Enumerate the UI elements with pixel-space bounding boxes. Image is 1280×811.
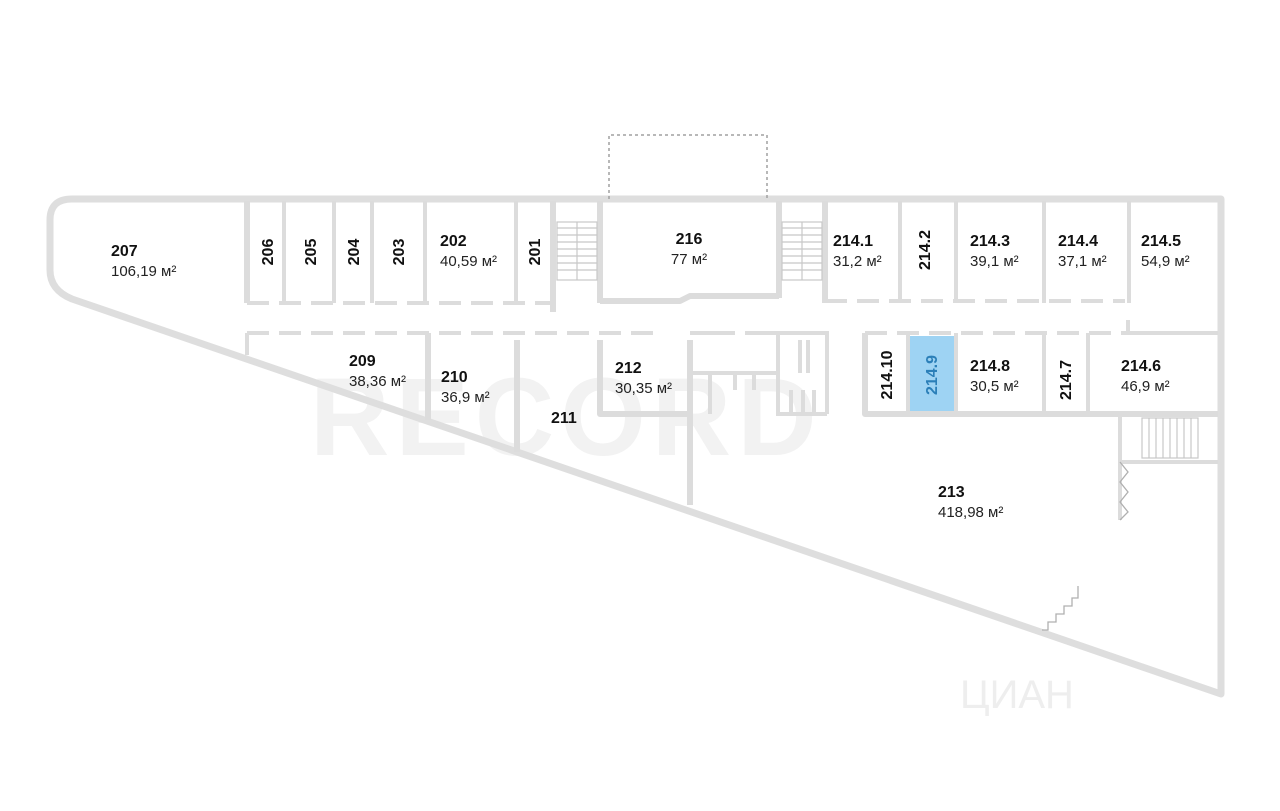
north-stairs-left (556, 221, 598, 281)
room-204[interactable]: 204 (346, 239, 363, 266)
room-206[interactable]: 206 (260, 239, 277, 266)
room-area: 106,19 м² (111, 263, 176, 280)
room-number: 214.5 (1141, 233, 1181, 250)
east-stairs (1141, 417, 1199, 459)
room-203[interactable]: 203 (391, 239, 408, 266)
room-area: 36,9 м² (441, 389, 490, 406)
room-214-3[interactable]: 214.3 39,1 м² (970, 233, 1019, 270)
room-area: 30,35 м² (615, 380, 672, 397)
room-area: 31,2 м² (833, 253, 882, 270)
room-210[interactable]: 210 36,9 м² (441, 369, 490, 406)
room-214-7[interactable]: 214.7 (1058, 360, 1075, 400)
room-214-4[interactable]: 214.4 37,1 м² (1058, 233, 1107, 270)
step-marker (1042, 586, 1079, 631)
room-area: 38,36 м² (349, 373, 406, 390)
room-214-8[interactable]: 214.8 30,5 м² (970, 358, 1019, 395)
room-area: 39,1 м² (970, 253, 1019, 270)
room-214-10[interactable]: 214.10 (879, 350, 896, 399)
north-stairs-right (781, 221, 823, 281)
room-number: 206 (260, 239, 277, 266)
room-number: 204 (346, 239, 363, 266)
room-area: 54,9 м² (1141, 253, 1190, 270)
room-number: 214.1 (833, 233, 873, 250)
room-214-1[interactable]: 214.1 31,2 м² (833, 233, 882, 270)
room-number: 214.8 (970, 358, 1010, 375)
room-number: 214.7 (1058, 360, 1075, 400)
room-number: 209 (349, 353, 376, 370)
room-214-5[interactable]: 214.5 54,9 м² (1141, 233, 1190, 270)
room-214-6[interactable]: 214.6 46,9 м² (1121, 358, 1170, 395)
brand-watermark: RECORD (310, 356, 823, 479)
room-number: 211 (551, 410, 577, 427)
room-number: 214.10 (879, 350, 896, 399)
room-214-2[interactable]: 214.2 (917, 230, 934, 270)
listing-watermark: ЦИАН (960, 673, 1074, 717)
room-number: 216 (676, 231, 703, 248)
room-number: 212 (615, 360, 642, 377)
room-213[interactable]: 213 418,98 м² (938, 484, 1003, 521)
room-number: 213 (938, 484, 965, 501)
room-211[interactable]: 211 (551, 410, 577, 427)
room-number: 205 (303, 239, 320, 266)
entrance-outline (608, 134, 768, 199)
room-number: 201 (527, 239, 544, 266)
room-number: 207 (111, 243, 138, 260)
room-209[interactable]: 209 38,36 м² (349, 353, 406, 390)
room-number: 202 (440, 233, 467, 250)
room-202[interactable]: 202 40,59 м² (440, 233, 497, 270)
room-214-9[interactable]: 214.9 (924, 355, 941, 395)
room-area: 30,5 м² (970, 378, 1019, 395)
room-207[interactable]: 207 106,19 м² (111, 243, 176, 280)
zigzag-marker (1119, 461, 1129, 521)
room-number: 203 (391, 239, 408, 266)
room-201[interactable]: 201 (527, 239, 544, 266)
room-number: 210 (441, 369, 468, 386)
room-area: 46,9 м² (1121, 378, 1170, 395)
room-area: 418,98 м² (938, 504, 1003, 521)
room-214-9-highlight[interactable] (908, 336, 954, 414)
building-outline (46, 195, 1225, 698)
room-area: 40,59 м² (440, 253, 497, 270)
room-216[interactable]: 216 77 м² (671, 231, 707, 268)
room-205[interactable]: 205 (303, 239, 320, 266)
south-west-walls (245, 331, 829, 505)
room-number: 214.9 (924, 355, 941, 395)
room-212[interactable]: 212 30,35 м² (615, 360, 672, 397)
south-east-walls (862, 320, 1218, 520)
north-row-walls (244, 201, 1131, 312)
room-area: 37,1 м² (1058, 253, 1107, 270)
room-number: 214.6 (1121, 358, 1161, 375)
room-number: 214.4 (1058, 233, 1098, 250)
room-number: 214.3 (970, 233, 1010, 250)
room-number: 214.2 (917, 230, 934, 270)
room-area: 77 м² (671, 251, 707, 268)
